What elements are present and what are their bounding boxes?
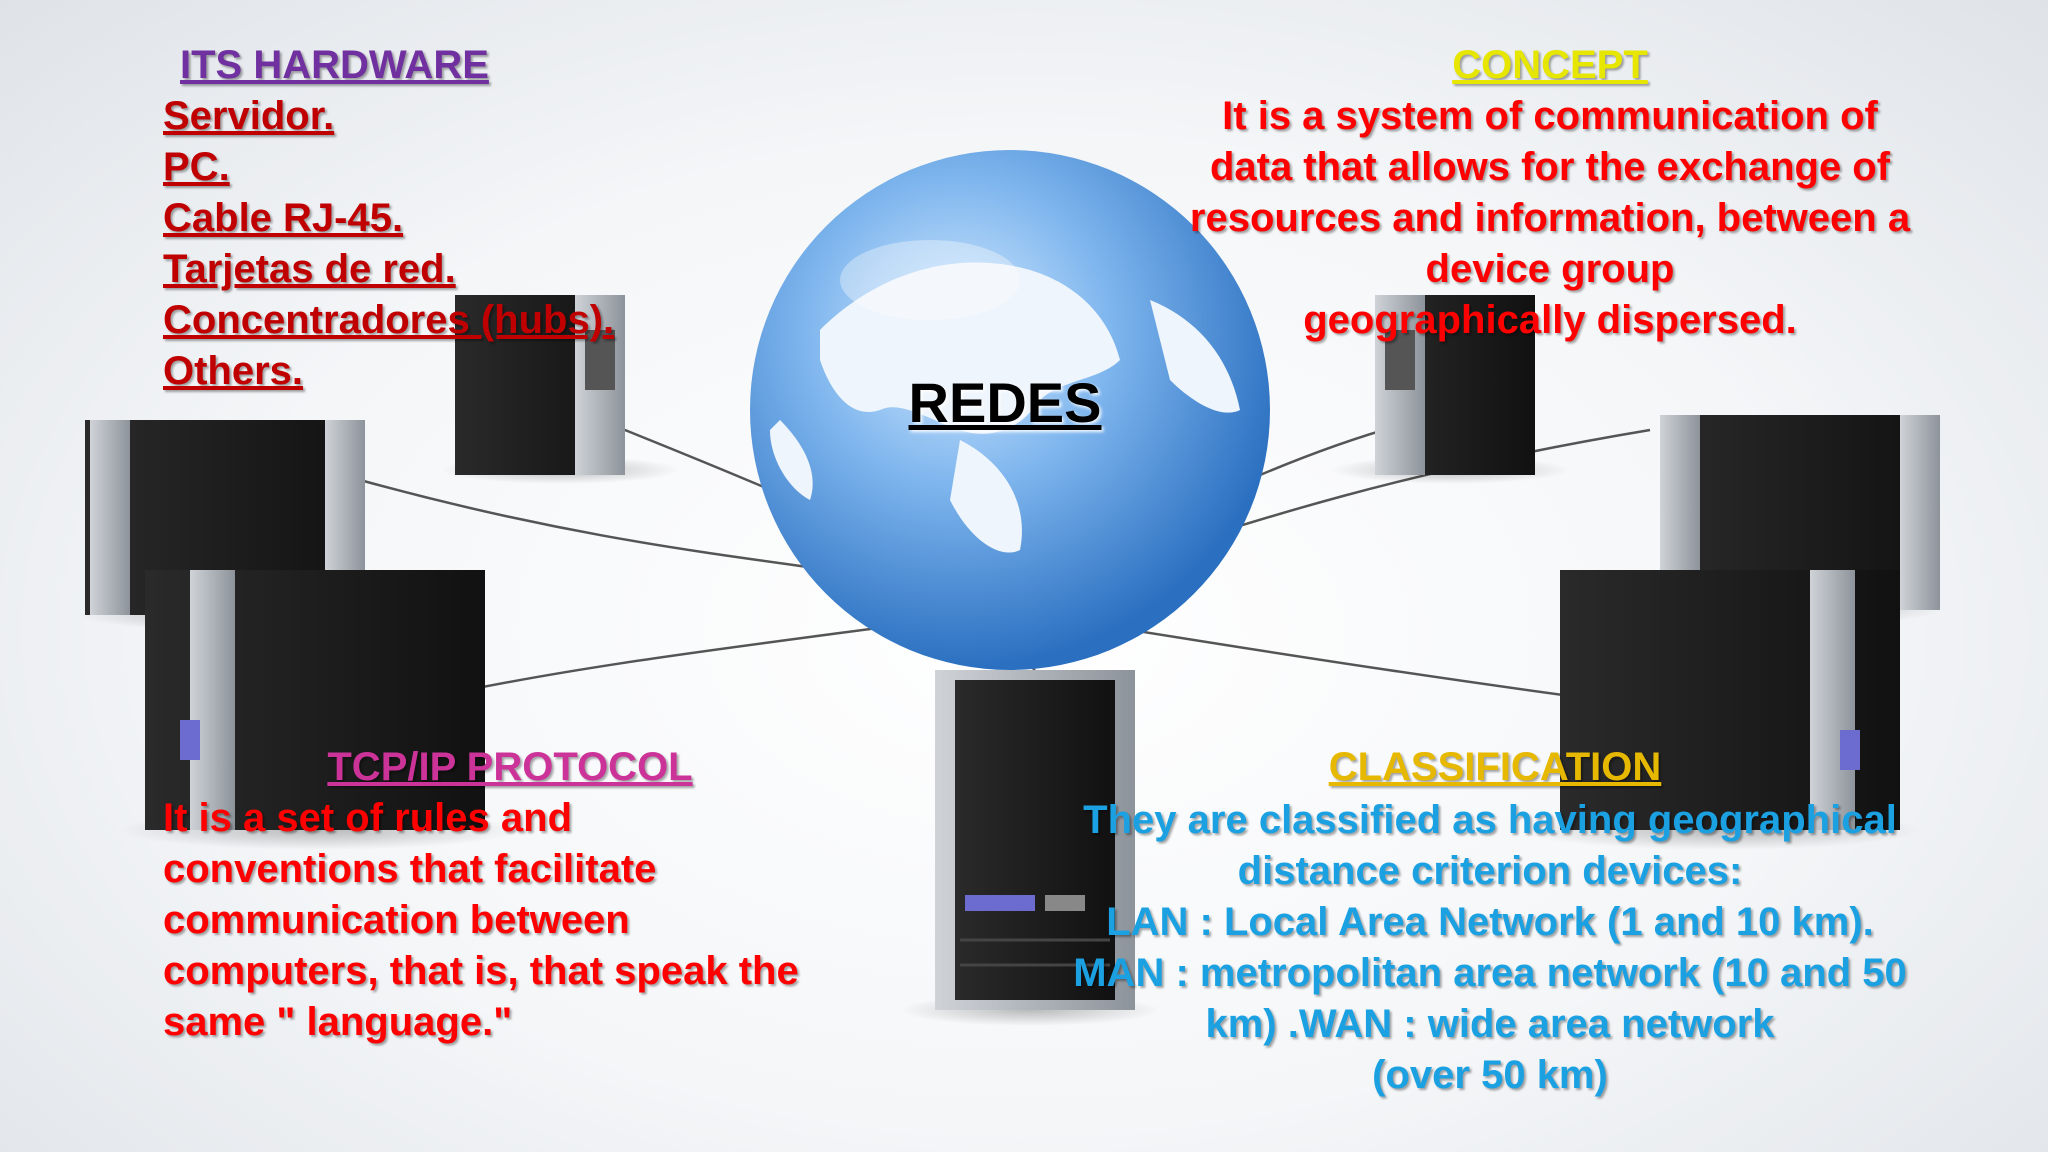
classification-line: LAN : Local Area Network (1 and 10 km). <box>1106 900 1874 944</box>
hardware-item-hubs: Concentradores (hubs). <box>163 298 615 342</box>
tcp-line: communication between <box>163 898 630 942</box>
hardware-item-network-cards: Tarjetas de red. <box>163 247 456 291</box>
globe-icon <box>750 150 1270 670</box>
tcp-line: It is a set of rules and <box>163 796 573 840</box>
tcp-line: same " language." <box>163 1000 513 1044</box>
classification-line: km) .WAN : wide area network <box>1205 1002 1775 1046</box>
tcp-line: computers, that is, that speak the <box>163 949 799 993</box>
tcp-title: TCP/IP PROTOCOL <box>327 745 693 789</box>
classification-line: (over 50 km) <box>1372 1053 1608 1097</box>
server-icon <box>900 670 1160 1026</box>
hardware-item-server: Servidor. <box>163 94 335 138</box>
concept-line: device group <box>1425 247 1675 291</box>
concept-line: geographically dispersed. <box>1303 298 1797 342</box>
classification-line: They are classified as having geographic… <box>1083 798 1897 842</box>
hardware-title: ITS HARDWARE <box>180 43 489 87</box>
classification-line: MAN : metropolitan area network (10 and … <box>1073 951 1907 995</box>
tcp-body: It is a set of rules and conventions tha… <box>163 793 883 1048</box>
center-title: REDES <box>908 371 1102 434</box>
server-icon <box>1330 295 1570 484</box>
tcp-line: conventions that facilitate <box>163 847 657 891</box>
hardware-list: Servidor. PC. Cable RJ-45. Tarjetas de r… <box>163 91 614 397</box>
concept-body: It is a system of communication of data … <box>1150 91 1950 346</box>
concept-line: resources and information, between a <box>1189 196 1911 240</box>
concept-line: data that allows for the exchange of <box>1209 145 1891 189</box>
classification-line: distance criterion devices: <box>1237 849 1743 893</box>
classification-body: They are classified as having geographic… <box>1040 795 1940 1101</box>
server-icon <box>440 295 680 484</box>
concept-title: CONCEPT <box>1452 43 1648 87</box>
server-icon <box>1520 570 1920 850</box>
hardware-item-pc: PC. <box>163 145 230 189</box>
hardware-item-others: Others. <box>163 349 304 393</box>
server-icon <box>120 570 520 850</box>
concept-line: It is a system of communication of <box>1222 94 1878 138</box>
hardware-item-cable: Cable RJ-45. <box>163 196 404 240</box>
classification-title: CLASSIFICATION <box>1328 745 1662 789</box>
